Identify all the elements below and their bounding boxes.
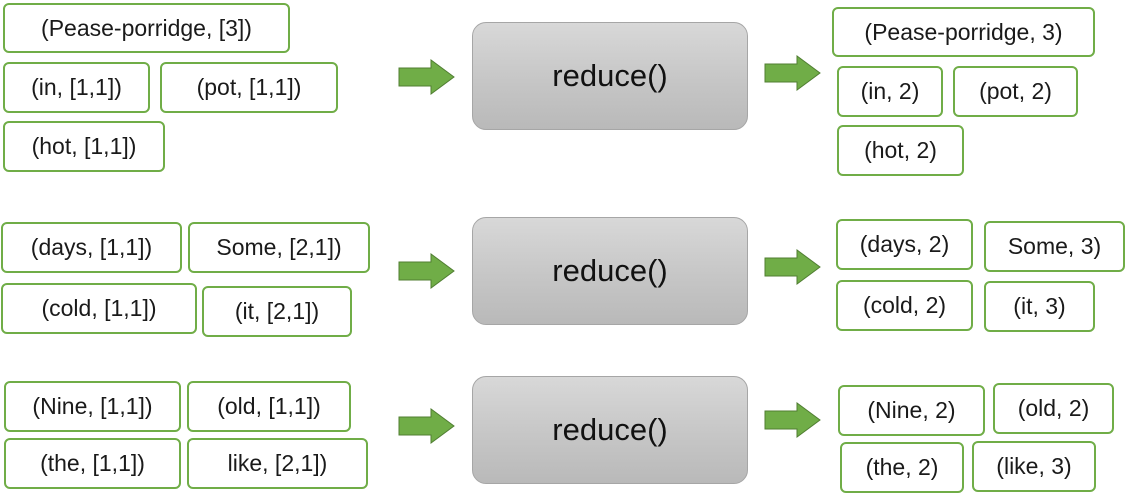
output-pair: (in, 2) [837,66,943,117]
arrow-right-icon [764,402,822,438]
output-pair: (pot, 2) [953,66,1078,117]
output-pair: (old, 2) [993,383,1114,434]
reduce-function-box: reduce() [472,22,748,130]
input-pair: (cold, [1,1]) [1,283,197,334]
arrow-right-icon [764,249,822,285]
arrow-right-icon [398,408,456,444]
output-pair: (Pease-porridge, 3) [832,7,1095,57]
output-pair: (hot, 2) [837,125,964,176]
input-pair: like, [2,1]) [187,438,368,489]
input-pair: Some, [2,1]) [188,222,370,273]
output-pair: (cold, 2) [836,280,973,331]
output-pair: (the, 2) [840,442,964,493]
output-pair: (like, 3) [972,441,1096,492]
reduce-function-box: reduce() [472,376,748,484]
output-pair: Some, 3) [984,221,1125,272]
output-pair: (Nine, 2) [838,385,985,436]
input-pair: (the, [1,1]) [4,438,181,489]
output-pair: (it, 3) [984,281,1095,332]
input-pair: (old, [1,1]) [187,381,351,432]
input-pair: (hot, [1,1]) [3,121,165,172]
arrow-right-icon [398,253,456,289]
input-pair: (in, [1,1]) [3,62,150,113]
input-pair: (it, [2,1]) [202,286,352,337]
arrow-right-icon [764,55,822,91]
output-pair: (days, 2) [836,219,973,270]
reduce-function-box: reduce() [472,217,748,325]
input-pair: (Pease-porridge, [3]) [3,3,290,53]
arrow-right-icon [398,59,456,95]
input-pair: (pot, [1,1]) [160,62,338,113]
input-pair: (days, [1,1]) [1,222,182,273]
input-pair: (Nine, [1,1]) [4,381,181,432]
